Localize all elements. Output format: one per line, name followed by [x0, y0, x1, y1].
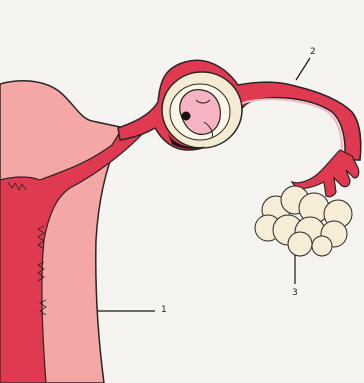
embryo-eye [182, 112, 191, 121]
label-3: 3 [292, 289, 298, 298]
label-2: 2 [310, 48, 316, 57]
ovary [255, 186, 352, 256]
leader-line-2 [296, 58, 310, 80]
label-1: 1 [161, 306, 167, 315]
